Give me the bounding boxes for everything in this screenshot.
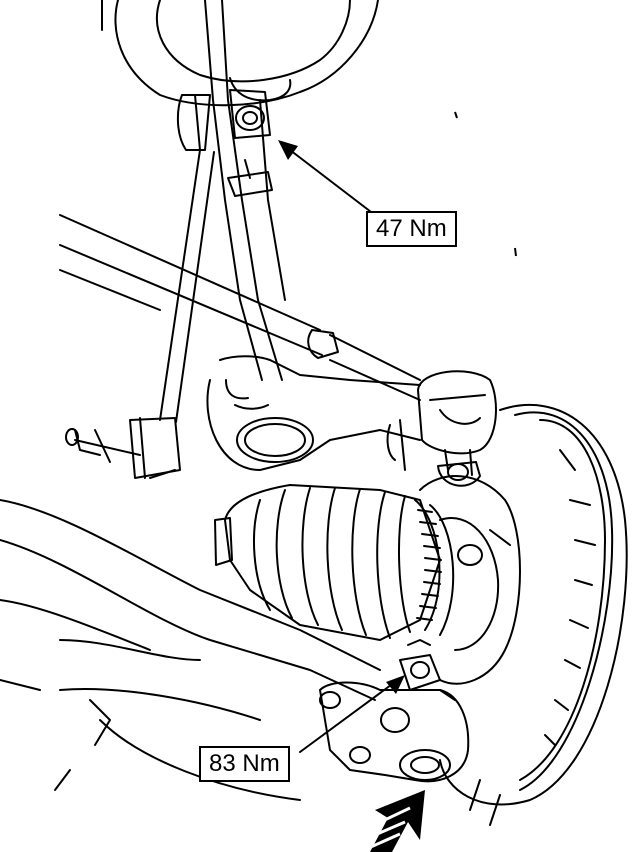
upper-nut xyxy=(176,89,271,151)
anti-roll-bar xyxy=(59,214,421,401)
leader-bottom xyxy=(299,681,396,753)
strut-tube xyxy=(204,0,286,381)
cv-boot xyxy=(214,484,441,641)
wheel-hub xyxy=(419,475,521,685)
strut-housing xyxy=(101,0,379,107)
leader-top xyxy=(289,149,376,216)
stabilizer-link-rod xyxy=(159,149,215,423)
knuckle-bracket xyxy=(206,355,421,471)
tone-ring xyxy=(414,499,455,636)
lower-control-arm xyxy=(0,499,381,801)
cable-bracket xyxy=(227,159,273,197)
direction-arrow xyxy=(370,790,425,852)
lower-link-joint xyxy=(65,417,181,479)
arrowhead-bottom xyxy=(386,675,405,694)
ball-joint-bracket xyxy=(319,639,470,783)
torque-callout-47: 47 Nm xyxy=(366,211,457,247)
tie-rod-end xyxy=(417,370,497,487)
brake-disc xyxy=(439,404,628,826)
arrowhead-top xyxy=(278,140,298,160)
torque-callout-83: 83 Nm xyxy=(199,746,290,782)
